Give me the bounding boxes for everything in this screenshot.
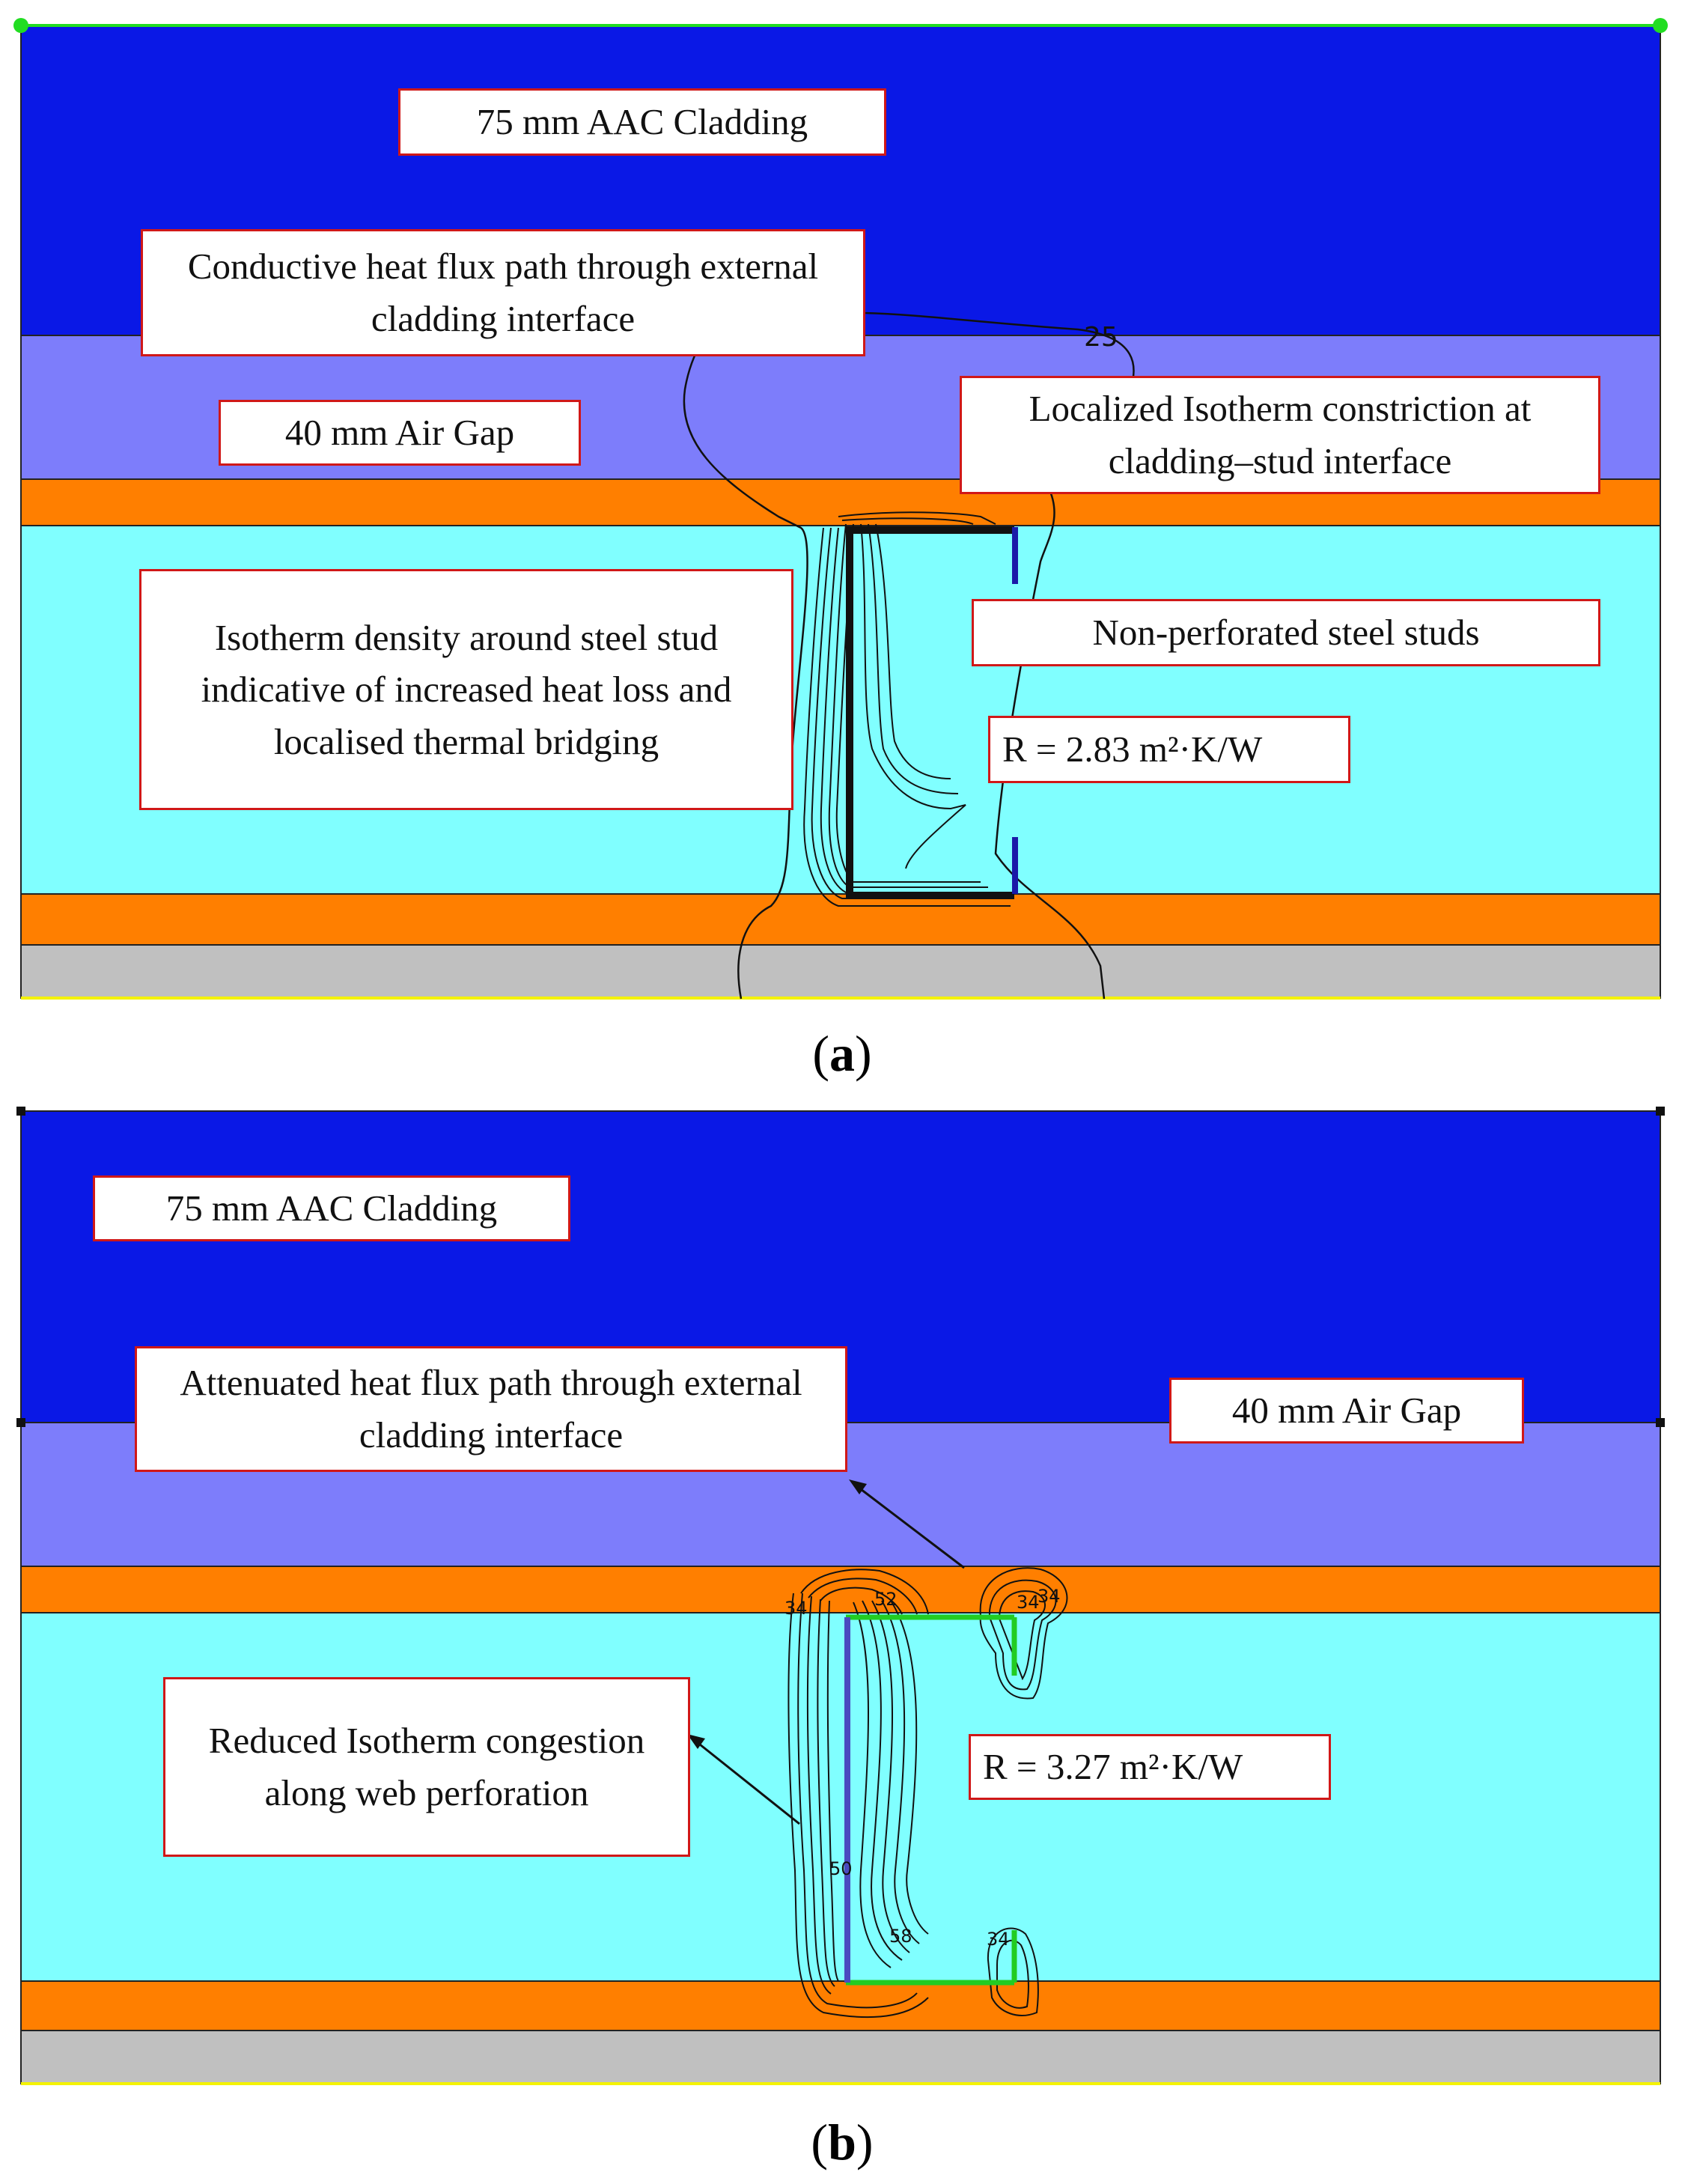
cladding-label-b: 75 mm AAC Cladding: [93, 1175, 570, 1241]
heat-flux-arrowhead: [849, 1479, 867, 1494]
r-value-label-a: R = 2.83 m²·K/W: [988, 716, 1350, 783]
corner-node: [1656, 1418, 1665, 1427]
contour-value-label: 58: [889, 1926, 912, 1947]
congestion-arrow: [695, 1740, 800, 1825]
lining-layer: [21, 2031, 1660, 2083]
isotherm-density-label-a: Isotherm density around steel stud indic…: [139, 569, 793, 810]
contour-value-label: 34: [1037, 1586, 1061, 1607]
heat-flux-label-b: Attenuated heat flux path through extern…: [135, 1346, 847, 1472]
panel-a-section: 25: [13, 18, 1668, 1000]
isotherm-constriction-label-a: Localized Isotherm constriction at cladd…: [960, 376, 1600, 494]
corner-node: [16, 1107, 25, 1116]
contour-value-label: 34: [987, 1929, 1010, 1950]
corner-node: [1656, 1107, 1665, 1116]
contour-value-label: 25: [1084, 322, 1118, 353]
contour-value-label: 50: [829, 1858, 853, 1879]
caption-a: (a): [812, 1025, 872, 1082]
contour-value-label: 34: [1017, 1592, 1040, 1613]
air-gap-label-a: 40 mm Air Gap: [219, 400, 581, 466]
studs-label-a: Non-perforated steel studs: [972, 599, 1600, 666]
isotherm-cluster: [803, 511, 1011, 907]
corner-node: [16, 1418, 25, 1427]
air-gap-label-b: 40 mm Air Gap: [1169, 1378, 1524, 1444]
isotherm-congestion-label-b: Reduced Isotherm congestion along web pe…: [163, 1677, 690, 1857]
contour-value-label: 34: [784, 1598, 808, 1619]
cladding-label-a: 75 mm AAC Cladding: [398, 88, 886, 156]
contour-value-label: 52: [874, 1589, 898, 1610]
sheathing-inner-layer: [21, 894, 1660, 945]
corner-node: [1653, 18, 1668, 33]
lining-layer: [21, 945, 1660, 997]
corner-node: [13, 18, 28, 33]
heat-flux-label-a: Conductive heat flux path through extern…: [141, 229, 865, 356]
r-value-label-b: R = 3.27 m²·K/W: [969, 1734, 1331, 1800]
congestion-arrowhead: [687, 1734, 705, 1749]
isotherm-cluster: [787, 1567, 1068, 2019]
caption-b: (b): [811, 2114, 874, 2171]
steel-stud: [846, 526, 1014, 899]
heat-flux-arrow: [857, 1485, 965, 1569]
